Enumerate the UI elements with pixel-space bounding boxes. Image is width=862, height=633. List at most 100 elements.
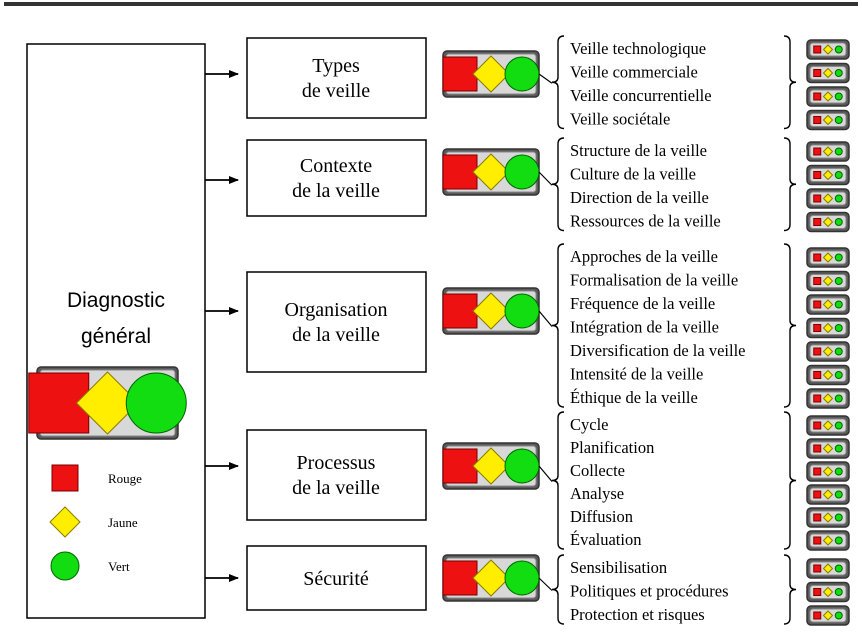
category-box bbox=[246, 429, 427, 521]
opening-brace bbox=[551, 554, 565, 625]
red-square-icon bbox=[813, 69, 822, 77]
top-rule bbox=[4, 2, 858, 6]
green-circle-icon bbox=[834, 171, 843, 179]
red-square-icon bbox=[813, 513, 822, 522]
yellow-diamond-icon bbox=[822, 489, 834, 500]
opening-brace bbox=[551, 137, 565, 232]
red-square-icon bbox=[442, 154, 478, 190]
subcategory-label: Direction de la veille bbox=[570, 188, 709, 207]
red-square-icon bbox=[813, 588, 822, 596]
subcategory-label: Évaluation bbox=[570, 530, 641, 549]
category-title-line1: Contexte bbox=[300, 155, 372, 177]
subcategory-traffic-light bbox=[806, 164, 850, 186]
subcategory-label: Approches de la veille bbox=[570, 247, 718, 266]
green-circle-icon bbox=[834, 421, 843, 430]
subcategory-label: Culture de la veille bbox=[570, 165, 696, 184]
subcategory-traffic-light bbox=[806, 270, 850, 292]
green-circle-icon bbox=[834, 611, 843, 620]
red-square-icon bbox=[813, 394, 822, 403]
green-circle-icon bbox=[834, 536, 843, 545]
closing-brace bbox=[783, 137, 797, 232]
subcategory-traffic-light bbox=[806, 317, 850, 339]
green-circle-icon bbox=[834, 92, 843, 101]
subcategory-label: Sensibilisation bbox=[570, 558, 667, 577]
legend-label: Jaune bbox=[108, 515, 138, 530]
green-circle-icon bbox=[834, 194, 843, 203]
legend-item-jaune: Jaune bbox=[49, 506, 138, 538]
subcategory-traffic-light bbox=[806, 39, 850, 60]
yellow-diamond-icon bbox=[822, 393, 834, 404]
red-square-icon bbox=[813, 194, 822, 203]
red-square-icon bbox=[813, 371, 822, 379]
yellow-diamond-icon bbox=[822, 346, 834, 357]
subcategory-traffic-light bbox=[806, 558, 850, 579]
yellow-diamond-icon bbox=[822, 114, 834, 126]
green-circle-icon bbox=[834, 253, 843, 262]
red-square-icon bbox=[813, 347, 822, 356]
subcategory-label: Formalisation de la veille bbox=[570, 271, 738, 290]
yellow-diamond-icon bbox=[822, 275, 834, 287]
legend-label: Vert bbox=[108, 559, 130, 574]
green-circle-icon bbox=[834, 147, 843, 156]
green-circle-icon bbox=[504, 154, 540, 190]
category-box bbox=[246, 271, 427, 373]
green-circle-icon bbox=[504, 56, 540, 92]
opening-brace bbox=[551, 243, 565, 408]
yellow-diamond-icon bbox=[822, 420, 834, 431]
subcategory-label: Intégration de la veille bbox=[570, 318, 719, 337]
subcategory-label: Fréquence de la veille bbox=[570, 294, 715, 313]
subcategory-label: Éthique de la veille bbox=[570, 388, 698, 407]
yellow-diamond-icon bbox=[822, 443, 834, 454]
yellow-diamond-icon bbox=[822, 512, 834, 523]
subcategory-traffic-light bbox=[806, 247, 850, 268]
subcategory-label: Politiques et procédures bbox=[570, 582, 729, 601]
subcategory-label: Structure de la veille bbox=[570, 141, 707, 160]
green-circle-icon bbox=[504, 293, 540, 329]
yellow-diamond-icon bbox=[49, 506, 81, 538]
red-square-icon bbox=[813, 611, 822, 620]
green-circle-icon bbox=[834, 444, 843, 453]
yellow-diamond-icon bbox=[822, 67, 834, 79]
subcategory-traffic-light bbox=[806, 109, 850, 131]
green-circle-icon bbox=[834, 277, 843, 285]
green-circle-icon bbox=[504, 560, 540, 596]
subcategory-label: Diversification de la veille bbox=[570, 341, 745, 360]
category-title-line2: de la veille bbox=[292, 324, 380, 346]
yellow-diamond-icon bbox=[822, 216, 834, 228]
red-square-icon bbox=[813, 324, 822, 332]
subcategory-traffic-light bbox=[806, 62, 850, 84]
legend-label: Rouge bbox=[108, 471, 142, 486]
yellow-diamond-icon bbox=[472, 292, 510, 330]
red-square-icon bbox=[813, 300, 822, 309]
yellow-diamond-icon bbox=[822, 44, 834, 55]
red-square-icon bbox=[442, 56, 478, 92]
category-box bbox=[246, 545, 427, 611]
opening-brace bbox=[551, 411, 565, 550]
yellow-diamond-icon bbox=[822, 535, 834, 546]
subcategory-label: Collecte bbox=[570, 461, 625, 480]
red-square-icon bbox=[51, 464, 79, 492]
subcategory-traffic-light bbox=[806, 507, 850, 528]
category-traffic-light bbox=[442, 554, 540, 602]
subcategory-traffic-light bbox=[806, 581, 850, 603]
category-title-line1: Types bbox=[312, 55, 360, 77]
green-circle-icon bbox=[834, 371, 843, 379]
connector-line bbox=[538, 577, 553, 591]
red-square-icon bbox=[813, 536, 822, 545]
opening-brace bbox=[551, 35, 565, 130]
green-circle-icon bbox=[834, 116, 843, 124]
red-square-icon bbox=[813, 467, 822, 476]
closing-brace bbox=[783, 243, 797, 408]
connector-line bbox=[538, 73, 553, 84]
yellow-diamond-icon bbox=[822, 169, 834, 181]
green-circle-icon bbox=[834, 394, 843, 403]
subcategory-traffic-light bbox=[806, 530, 850, 551]
subcategory-traffic-light bbox=[806, 86, 850, 107]
subcategory-traffic-light bbox=[806, 605, 850, 626]
